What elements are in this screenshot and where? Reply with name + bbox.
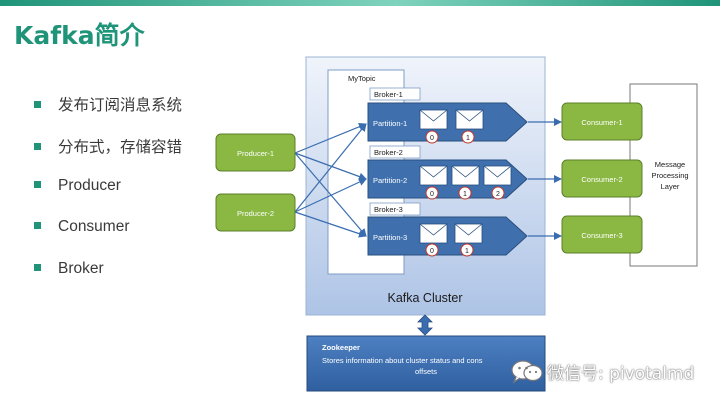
consumer-label: Consumer-2 — [581, 175, 622, 184]
wechat-icon — [511, 360, 543, 384]
offset-badge — [425, 130, 439, 144]
top-accent-bar — [0, 0, 720, 6]
consumer-box — [561, 159, 643, 198]
bullet-item: 分布式，存储容错 — [34, 135, 182, 157]
offset-badge — [425, 186, 439, 200]
cluster-zookeeper-arrow — [417, 314, 433, 336]
offset-label: 1 — [465, 248, 469, 255]
slide-title: Kafka简介 — [14, 21, 145, 50]
partition-arrow — [367, 102, 528, 142]
bullet-square-icon — [34, 264, 41, 271]
processing-layer-label: Processing — [651, 171, 688, 180]
consumer-box — [561, 215, 643, 254]
wechat-watermark: 微信号: pivotalmd — [510, 356, 720, 386]
zookeeper-title: Zookeeper — [322, 343, 360, 352]
offset-label: 0 — [430, 135, 434, 142]
bullet-text: Consumer — [58, 218, 130, 235]
bullet-item: Consumer — [34, 218, 130, 236]
message-envelope-icon — [454, 223, 483, 244]
partition-arrow — [367, 216, 528, 256]
broker-label: Broker-1 — [374, 90, 403, 99]
producer-label: Producer-1 — [237, 149, 274, 158]
bullet-text: Producer — [58, 177, 121, 194]
zookeeper-description: offsets — [415, 367, 437, 376]
offset-label: 2 — [496, 191, 500, 198]
consumer-box — [561, 102, 643, 141]
producer-box — [215, 193, 296, 232]
bullet-text: 发布订阅消息系统 — [58, 97, 183, 114]
bullet-text: 分布式，存储容错 — [58, 139, 183, 156]
bullet-item: Broker — [34, 260, 104, 278]
offset-label: 1 — [463, 191, 467, 198]
offset-badge — [458, 186, 472, 200]
message-envelope-icon — [419, 165, 448, 186]
broker-label: Broker-2 — [374, 148, 403, 157]
offset-badge — [491, 186, 505, 200]
partition-label: Partition-2 — [373, 176, 407, 185]
topic-label: MyTopic — [348, 74, 376, 83]
bullet-text: Broker — [58, 260, 104, 277]
bullet-square-icon — [34, 222, 41, 229]
broker-label: Broker-3 — [374, 205, 403, 214]
broker-label-box — [369, 87, 421, 101]
consumer-links — [528, 118, 562, 240]
producer-links — [294, 122, 367, 238]
broker-label-box — [369, 202, 421, 216]
producer-label: Producer-2 — [237, 209, 274, 218]
zookeeper-box — [306, 335, 546, 392]
offset-label: 0 — [430, 248, 434, 255]
bullet-item: Producer — [34, 177, 121, 195]
offset-badge — [460, 243, 474, 257]
processing-layer-label: Layer — [661, 182, 680, 191]
offset-label: 0 — [430, 191, 434, 198]
message-envelope-icon — [451, 165, 480, 186]
consumer-label: Consumer-1 — [581, 118, 622, 127]
message-envelope-icon — [483, 165, 512, 186]
bullet-square-icon — [34, 101, 41, 108]
watermark-text: 微信号: pivotalmd — [547, 364, 695, 384]
partition-label: Partition-3 — [373, 233, 407, 242]
bullet-square-icon — [34, 181, 41, 188]
partition-label: Partition-1 — [373, 119, 407, 128]
message-envelope-icon — [419, 109, 448, 130]
consumer-label: Consumer-3 — [581, 231, 622, 240]
message-envelope-icon — [419, 223, 448, 244]
cluster-label: Kafka Cluster — [387, 291, 462, 305]
offset-badge — [425, 243, 439, 257]
broker-label-box — [369, 145, 421, 159]
bullet-item: 发布订阅消息系统 — [34, 93, 182, 115]
offset-label: 1 — [466, 135, 470, 142]
processing-layer-label: Message — [655, 160, 685, 169]
zookeeper-description: Stores information about cluster status … — [322, 356, 483, 365]
bullet-square-icon — [34, 143, 41, 150]
producer-box — [215, 133, 296, 172]
message-envelope-icon — [455, 109, 484, 130]
offset-badge — [461, 130, 475, 144]
